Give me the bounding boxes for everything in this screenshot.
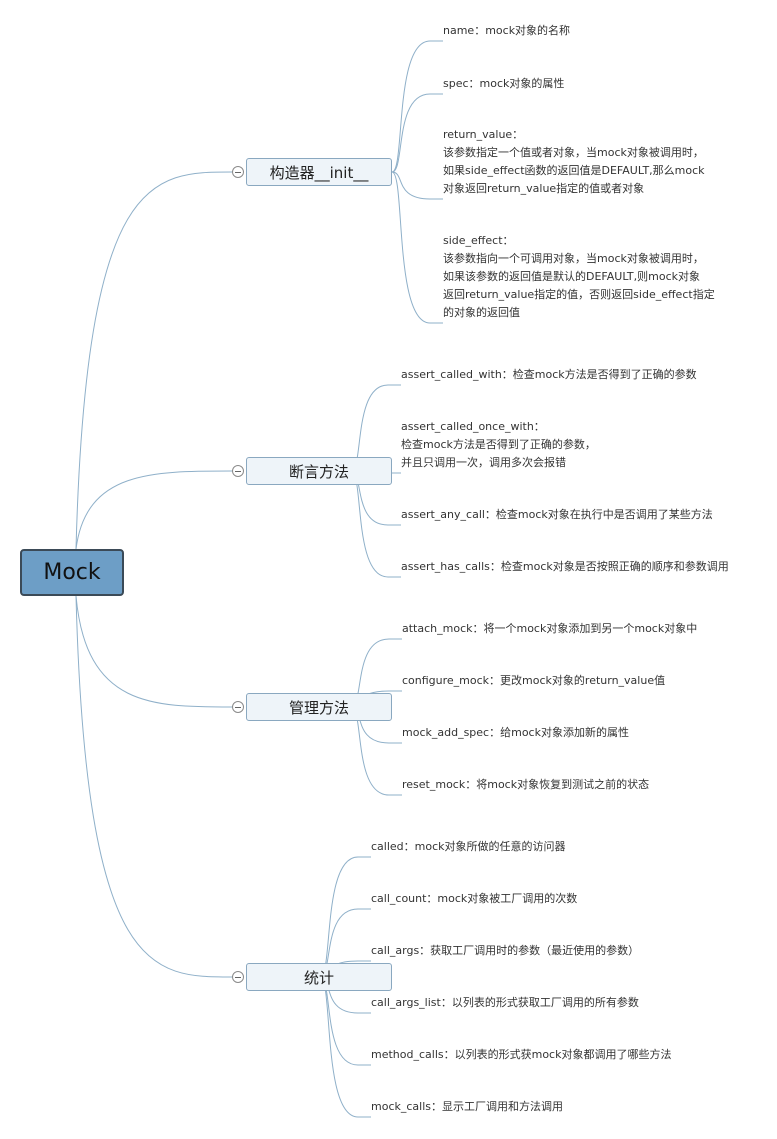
leaf-node[interactable]: attach_mock：将一个mock对象添加到另一个mock对象中	[402, 622, 698, 635]
leaf-node[interactable]: return_value： 该参数指定一个值或者对象，当mock对象被调用时， …	[443, 128, 705, 195]
leaf-node[interactable]: name：mock对象的名称	[443, 24, 571, 37]
leaf-connector-line	[319, 976, 359, 1118]
leaf-node[interactable]: call_count：mock对象被工厂调用的次数	[371, 892, 578, 905]
leaf-node[interactable]: assert_called_once_with： 检查mock方法是否得到了正确…	[401, 420, 596, 469]
leaf-node[interactable]: method_calls：以列表的形式获mock对象都调用了哪些方法	[371, 1048, 672, 1061]
leaf-connector-line	[391, 171, 431, 200]
collapse-toggle-icon[interactable]	[232, 971, 244, 983]
collapse-toggle-icon[interactable]	[232, 166, 244, 178]
leaf-node[interactable]: spec：mock对象的属性	[443, 77, 565, 90]
root-connector-line	[75, 470, 233, 550]
leaf-node[interactable]: reset_mock：将mock对象恢复到测试之前的状态	[402, 778, 650, 791]
leaf-node[interactable]: side_effect： 该参数指向一个可调用对象，当mock对象被调用时， 如…	[443, 234, 715, 319]
leaf-node[interactable]: call_args_list：以列表的形式获取工厂调用的所有参数	[371, 996, 639, 1009]
root-connector-line	[75, 171, 233, 550]
leaf-node[interactable]: mock_add_spec：给mock对象添加新的属性	[402, 726, 629, 739]
leaf-connector-line	[391, 40, 431, 173]
leaf-node[interactable]: assert_has_calls：检查mock对象是否按照正确的顺序和参数调用	[401, 560, 729, 573]
root-connector-line	[75, 595, 233, 708]
leaf-node[interactable]: assert_any_call：检查mock对象在执行中是否调用了某些方法	[401, 508, 713, 521]
leaf-connector-line	[391, 171, 431, 324]
branch-node-assertions[interactable]: 断言方法	[246, 457, 392, 485]
collapse-toggle-icon[interactable]	[232, 701, 244, 713]
leaf-connector-line	[391, 93, 431, 173]
leaf-connector-line	[319, 856, 359, 978]
branch-node-statistics[interactable]: 统计	[246, 963, 392, 991]
leaf-node[interactable]: assert_called_with：检查mock方法是否得到了正确的参数	[401, 368, 697, 381]
leaf-node[interactable]: call_args：获取工厂调用时的参数（最近使用的参数）	[371, 944, 640, 957]
collapse-toggle-icon[interactable]	[232, 465, 244, 477]
leaf-node[interactable]: configure_mock：更改mock对象的return_value值	[402, 674, 666, 687]
root-connector-line	[75, 595, 233, 978]
root-node-mock[interactable]: Mock	[20, 549, 124, 596]
branch-node-constructor[interactable]: 构造器__init__	[246, 158, 392, 186]
leaf-node[interactable]: called：mock对象所做的任意的访问器	[371, 840, 566, 853]
branch-node-management[interactable]: 管理方法	[246, 693, 392, 721]
leaf-node[interactable]: mock_calls：显示工厂调用和方法调用	[371, 1100, 563, 1113]
